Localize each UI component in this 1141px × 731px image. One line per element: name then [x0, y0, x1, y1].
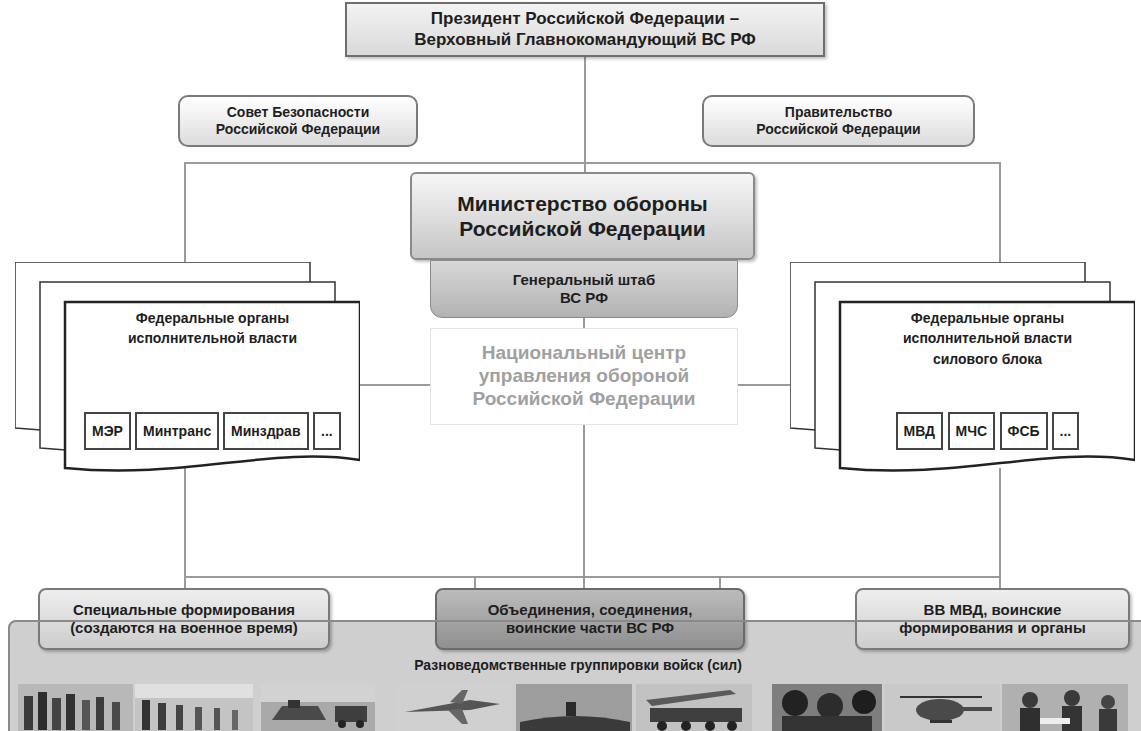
connector-line [999, 468, 1001, 588]
connector-line [583, 318, 585, 328]
security-agency-stack-text: Федеральные органы исполнительной власти… [888, 308, 1088, 369]
agency-box-text: Минздрав [231, 421, 301, 441]
council-box-text: Совет Безопасности Российской Федерации [198, 104, 398, 138]
photo-strip [18, 684, 1128, 731]
bus-line [474, 577, 476, 588]
agency-box: МВД [896, 412, 944, 450]
formation-box-text: Специальные формирования (создаются на в… [50, 601, 318, 637]
agency-box: ... [313, 412, 341, 450]
agency-box: МЭР [84, 412, 131, 450]
agency-box: ... [1052, 412, 1080, 450]
general-staff-box-text: Генеральный штаб ВС РФ [509, 271, 659, 307]
document-sheet [840, 302, 1135, 471]
forces-band-text: Разноведомственные группировки войск (си… [10, 657, 1141, 673]
agency-box-text: ... [321, 421, 333, 441]
agency-box: Минтранс [135, 412, 219, 450]
council-box: Совет Безопасности Российской Федерации [178, 95, 418, 147]
formation-box-text: ВВ МВД, воинские формирования и органы [893, 601, 1093, 637]
agency-box-text: ФСБ [1008, 421, 1040, 441]
government-box-text: Правительство Российской Федерации [749, 104, 929, 138]
agency-stack-text: Федеральные органы исполнительной власти [113, 308, 313, 349]
agency-box-text: ... [1060, 421, 1072, 441]
agency-box: Минздрав [223, 412, 309, 450]
security-agency-stack: Федеральные органы исполнительной власти… [790, 262, 1135, 478]
document-sheet [65, 302, 360, 471]
president-box: Президент Российской Федерации – Верховн… [345, 2, 825, 57]
agency-box: ФСБ [1000, 412, 1048, 450]
connector-line [184, 468, 186, 588]
agency-box-text: МЭР [92, 421, 123, 441]
control-center-box-text: Национальный центр управления обороной Р… [459, 342, 709, 410]
agency-box-text: Минтранс [143, 421, 211, 441]
ministry-box-text: Министерство обороны Российской Федераци… [423, 191, 743, 241]
forces-band: Разноведомственные группировки войск (си… [8, 620, 1141, 731]
control-center-box: Национальный центр управления обороной Р… [430, 328, 738, 425]
connector-line [738, 384, 790, 386]
agency-stack: Федеральные органы исполнительной власти… [15, 262, 360, 478]
general-staff-box: Генеральный штаб ВС РФ [430, 260, 738, 318]
formation-box: ВВ МВД, воинские формирования и органы [855, 588, 1130, 650]
agency-box: МЧС [948, 412, 996, 450]
ministry-box: Министерство обороны Российской Федераци… [410, 172, 755, 260]
agency-box-text: МЧС [956, 421, 988, 441]
formation-box: Специальные формирования (создаются на в… [38, 588, 330, 650]
bus-line [719, 577, 721, 588]
president-box-text: Президент Российской Федерации – Верховн… [395, 9, 775, 50]
agency-box-text: МВД [904, 421, 936, 441]
government-box: Правительство Российской Федерации [702, 95, 975, 147]
connector-line [360, 384, 430, 386]
formation-box: Объединения, соединения, воинские части … [435, 588, 745, 650]
formation-box-text: Объединения, соединения, воинские части … [470, 601, 710, 637]
